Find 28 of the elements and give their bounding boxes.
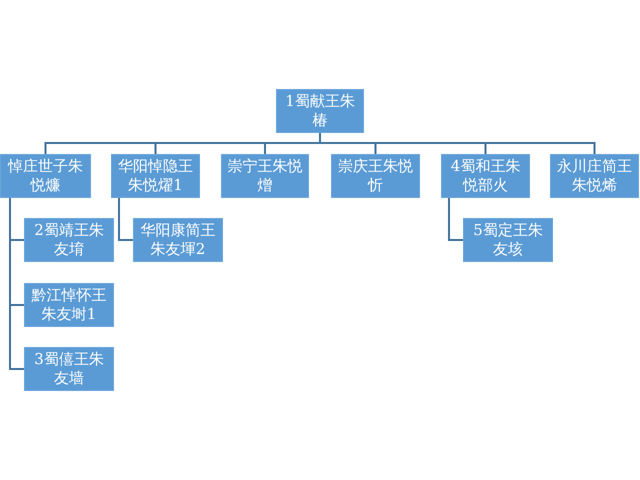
person-box [133,218,223,262]
name-label: 华阳悼隐王朱悦燿1 [117,157,194,195]
connector-line [448,198,463,241]
name-label: 崇庆王朱悦忻 [337,157,414,195]
person-box [463,218,553,262]
name-label: 黔江悼怀王朱友埘1 [30,286,108,324]
name-label: 崇宁王朱悦熷 [227,157,303,195]
connector-line [9,198,24,370]
person-box [331,154,420,198]
person-box [111,154,200,198]
person-box [441,154,530,198]
person-box [221,154,309,198]
name-label: 永川庄简王朱悦烯 [556,157,633,195]
person-box [0,154,91,198]
name-label: 4蜀和王朱悦部火 [450,157,522,195]
name-label: 悼庄世子朱悦燫 [6,157,84,195]
name-label: 5蜀定王朱友垓 [472,221,544,259]
person-box [276,89,364,133]
person-box [24,283,114,327]
name-label: 2蜀靖王朱友堉 [33,221,105,259]
name-label: 3蜀僖王朱友墙 [33,350,105,388]
name-label: 1蜀献王朱椿 [284,92,356,130]
person-box [24,218,114,262]
name-label: 华阳康简王朱友堚2 [140,221,216,259]
connector-line [319,133,596,154]
person-box [24,347,114,391]
person-box [550,154,639,198]
connector-line [118,198,133,241]
